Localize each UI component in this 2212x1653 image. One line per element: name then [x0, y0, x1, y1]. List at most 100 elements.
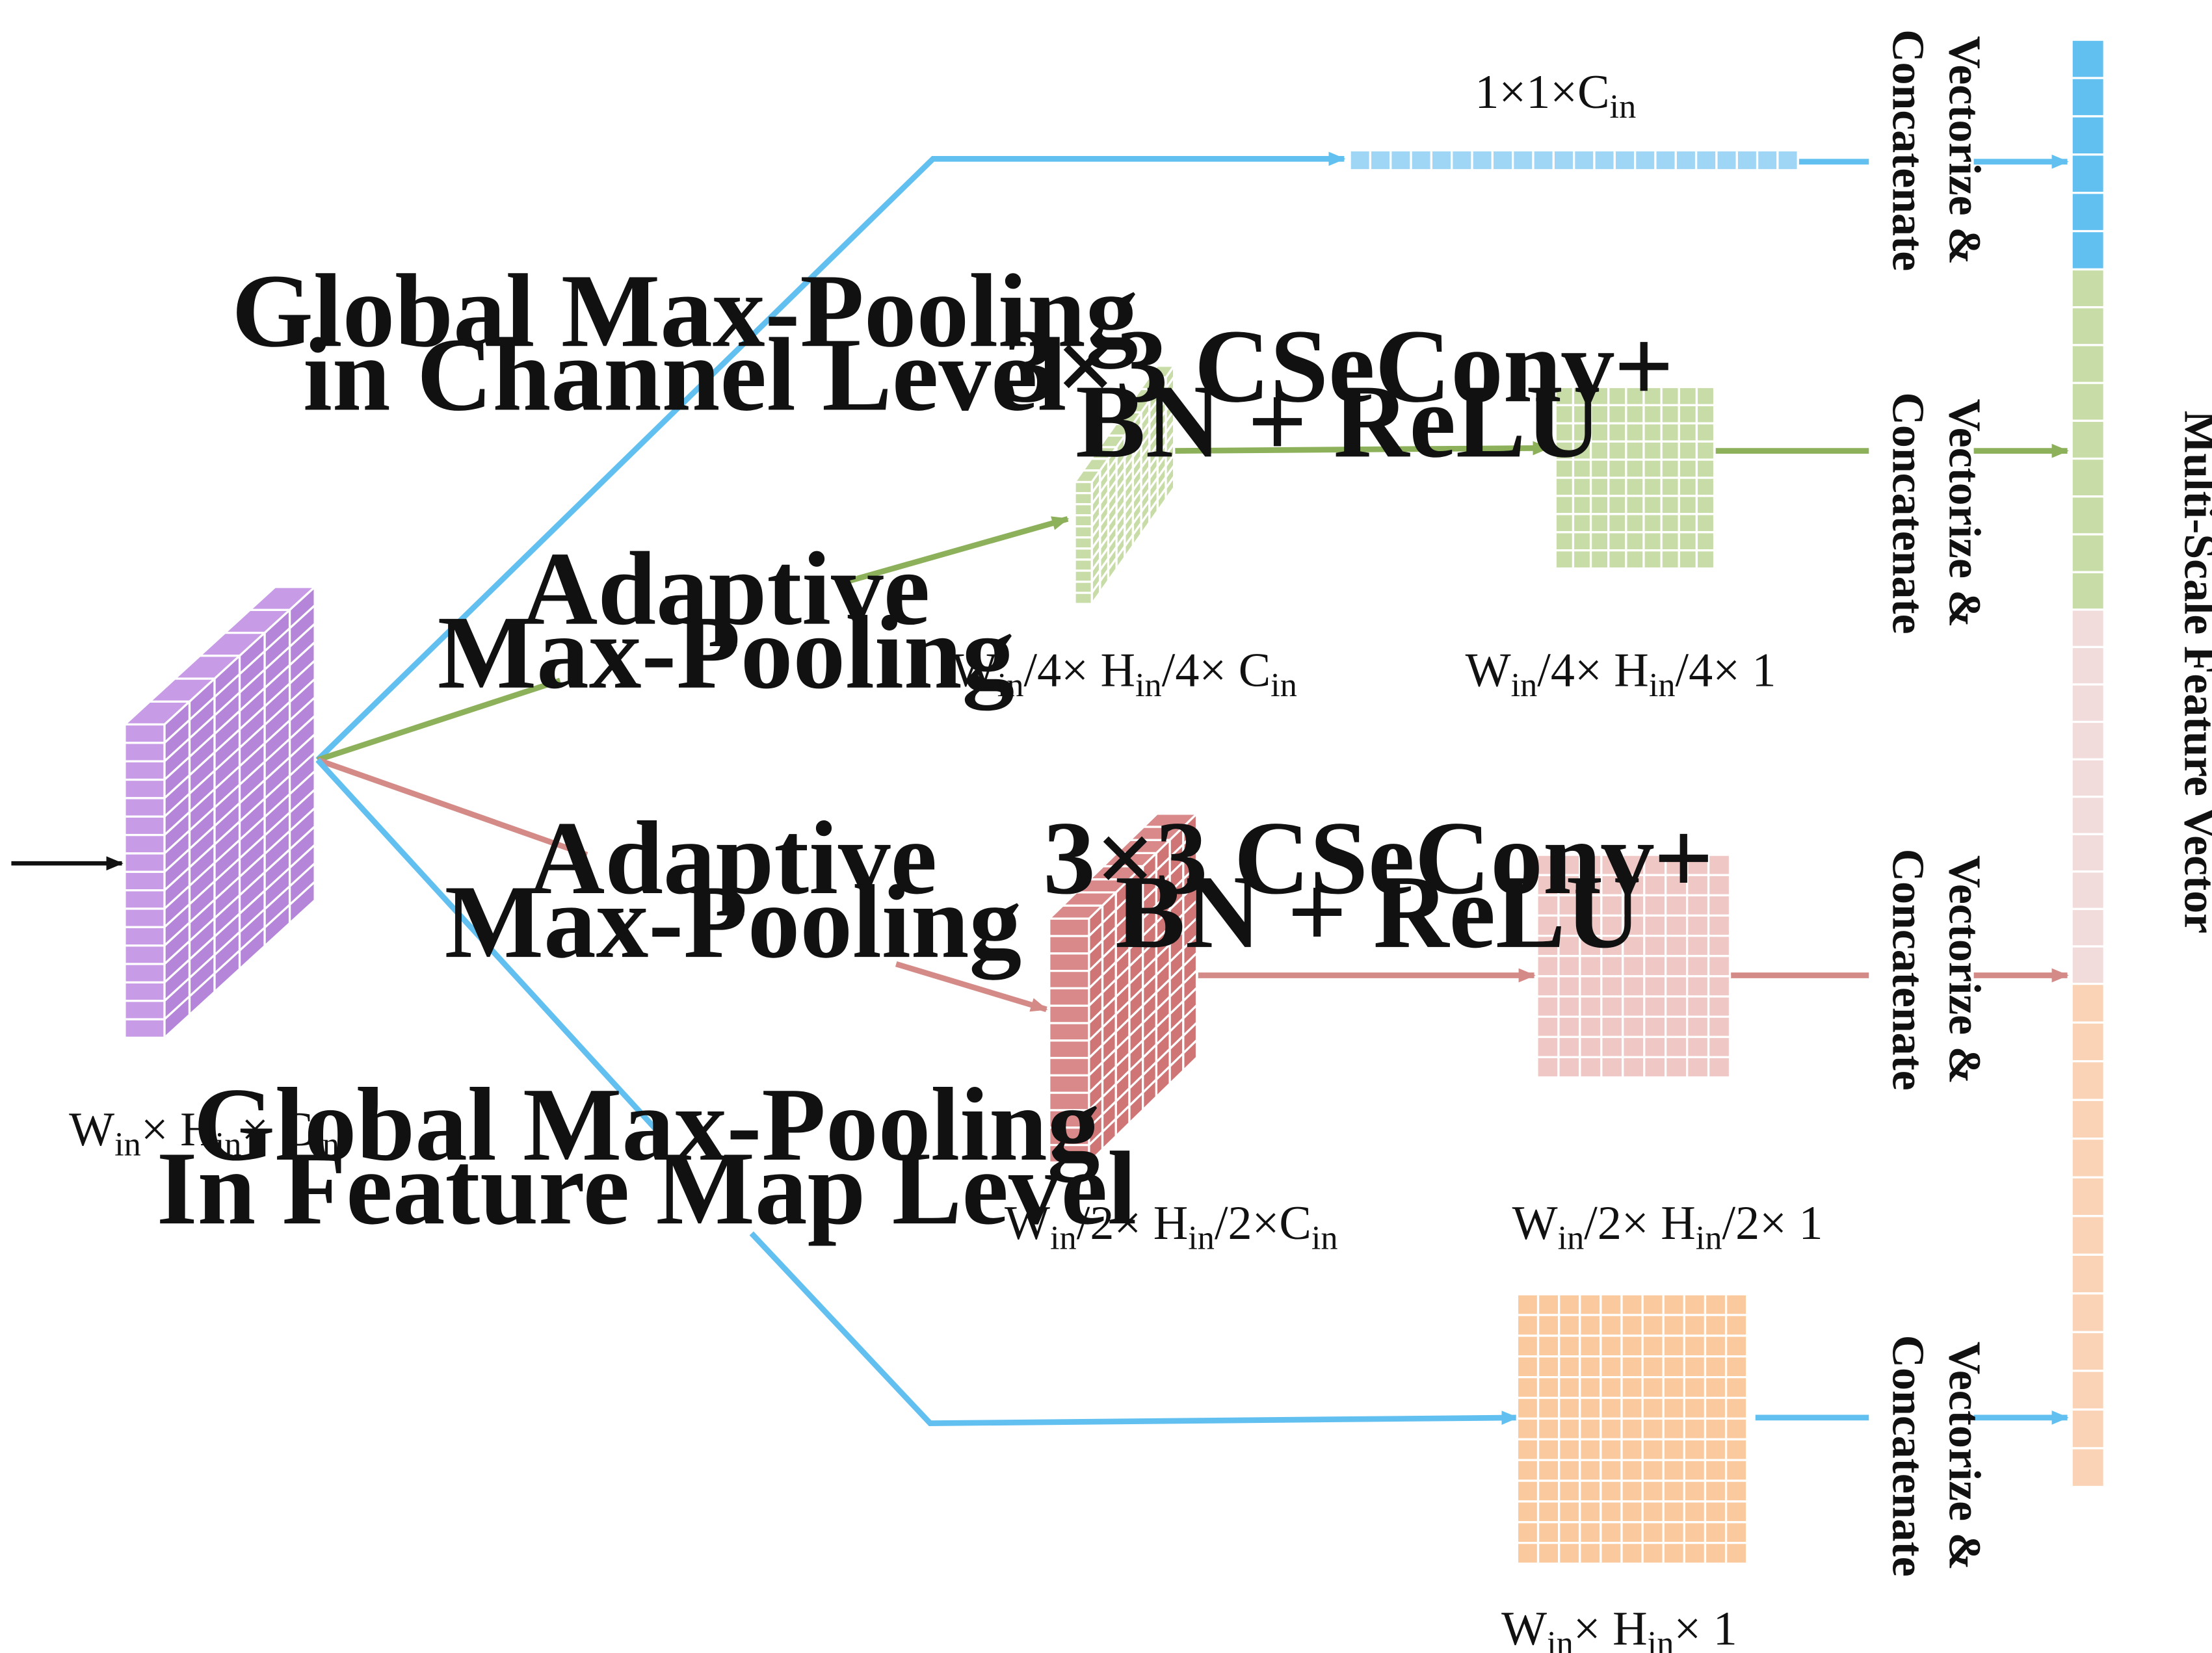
vector-cell-1	[2070, 533, 2105, 573]
full-map-cell	[1516, 1334, 1540, 1358]
half-pooled-side-cell	[1182, 1037, 1198, 1074]
full-map-cell	[1579, 1541, 1602, 1565]
input-front-cell	[124, 963, 166, 984]
half-conv-map-cell	[1665, 995, 1689, 1018]
full-map-cell	[1579, 1314, 1602, 1337]
quarter-pooled-front-cell	[1073, 525, 1093, 539]
half-conv-map-cell	[1665, 934, 1689, 957]
full-map-cell	[1516, 1293, 1540, 1316]
full-map-cell	[1600, 1417, 1623, 1440]
quarter-conv-map-cell	[1572, 458, 1592, 479]
half-conv-map-cell	[1707, 1015, 1731, 1038]
half-pooled-front-cell	[1048, 1126, 1090, 1147]
full-map-cell	[1620, 1521, 1644, 1544]
full-map-cell	[1641, 1293, 1665, 1316]
half-pooled-map	[1046, 811, 1200, 1165]
vector-cell-2	[2070, 833, 2105, 873]
global-fmap-label-1: Global Max-Pooling	[193, 1066, 1099, 1183]
full-map-cell	[1620, 1334, 1644, 1358]
vector-cell-3	[2070, 1021, 2105, 1063]
half-conv-map-cell	[1536, 1015, 1560, 1038]
full-map-cell	[1704, 1459, 1728, 1482]
quarter-conv-map-cell	[1642, 440, 1663, 461]
vector-cell-3	[2070, 1138, 2105, 1178]
vector-cell-2	[2070, 945, 2105, 985]
full-map-cell	[1724, 1417, 1748, 1440]
full-map-cell	[1558, 1293, 1581, 1316]
channel-vector-cell	[1369, 149, 1392, 172]
channel-vector-cell	[1430, 149, 1453, 172]
quarter-conv-map-cell	[1642, 476, 1663, 497]
half-pooled-front-cell	[1048, 952, 1090, 972]
global-fmap-path-a	[315, 758, 657, 1130]
full-map-cell	[1579, 1355, 1602, 1379]
half-conv-map-cell	[1600, 995, 1624, 1018]
full-map-cell	[1620, 1355, 1644, 1379]
input-front-cell	[124, 742, 166, 762]
dim-full-map: Win× Hin× 1	[1501, 1602, 1737, 1653]
half-conv-map-cell	[1557, 934, 1581, 957]
channel-vector-cell	[1349, 149, 1372, 172]
quarter-conv-map-cell	[1695, 495, 1716, 515]
vector-cell-0	[2070, 153, 2105, 194]
half-pooled-front-cell	[1048, 935, 1090, 955]
channel-vector-cell	[1491, 149, 1514, 172]
full-map-cell	[1536, 1521, 1560, 1544]
quarter-conv-map-cell	[1625, 513, 1645, 534]
full-map-cell	[1620, 1293, 1644, 1316]
full-map-cell	[1683, 1541, 1707, 1565]
quarter-conv-map-cell	[1678, 513, 1698, 534]
full-map-cell	[1704, 1314, 1728, 1337]
quarter-pooled-top-cell	[1146, 365, 1176, 379]
half-pooled-front-cell	[1048, 1022, 1090, 1042]
full-map-cell	[1579, 1293, 1602, 1316]
adaptive-1-label-1: Adaptive	[522, 530, 930, 647]
half-pooled-front-cell	[1048, 1091, 1090, 1112]
dim-quarter-pooled: Win/4× Hin/4× Cin	[952, 644, 1297, 704]
vector-cell-3	[2070, 1215, 2105, 1256]
full-map-cell	[1536, 1334, 1560, 1358]
adaptive-2-path-a	[317, 757, 588, 858]
full-map-cell	[1683, 1376, 1707, 1399]
quarter-conv-map-cell	[1554, 422, 1575, 443]
full-map-cell	[1683, 1500, 1707, 1524]
full-map-cell	[1558, 1314, 1581, 1337]
quarter-conv-map-cell	[1625, 458, 1645, 479]
half-conv-map-cell	[1622, 995, 1646, 1018]
global-channel-path	[315, 151, 1346, 762]
full-map-cell	[1704, 1521, 1728, 1544]
full-map-cell	[1600, 1438, 1623, 1461]
full-map-cell	[1558, 1500, 1581, 1524]
vector-cell-3	[2070, 1176, 2105, 1217]
quarter-conv-map-cell	[1660, 495, 1680, 515]
input-front-cell	[124, 944, 166, 965]
full-map-cell	[1516, 1438, 1540, 1461]
dim-half-pooled: Win/2× Hin/2×Cin	[1005, 1197, 1338, 1256]
full-map-cell	[1516, 1500, 1540, 1524]
full-map-cell	[1683, 1396, 1707, 1420]
labels: Global Max-Pooling in Channel Level Adap…	[69, 29, 2212, 1653]
full-map-cell	[1662, 1334, 1685, 1358]
concatenate-text-3: Concatenate	[1882, 1335, 1932, 1577]
channel-vector-cell	[1776, 149, 1799, 172]
half-conv-map-cell	[1643, 995, 1667, 1018]
vector-cell-3	[2070, 1331, 2105, 1372]
full-map-cell	[1600, 1479, 1623, 1503]
half-conv-map-cell	[1579, 975, 1603, 998]
quarter-conv-map-cell	[1678, 549, 1698, 570]
adaptive-2-path-b	[895, 961, 1048, 1012]
quarter-conv-map-cell	[1554, 495, 1575, 515]
quarter-conv-map-cell	[1678, 440, 1698, 461]
half-conv-map-cell	[1600, 914, 1624, 937]
full-map-cell	[1641, 1479, 1665, 1503]
quarter-conv-map-cell	[1572, 549, 1592, 570]
full-map-cell	[1724, 1355, 1748, 1379]
input-front-cell	[124, 833, 166, 855]
vector-cell-0	[2070, 38, 2105, 79]
quarter-conv-map-cell	[1554, 458, 1575, 479]
half-conv-map-cell	[1685, 995, 1710, 1018]
full-map-cell	[1536, 1541, 1560, 1565]
vectorize-label-0: Vectorize & Concatenate	[1882, 29, 1989, 271]
full-map-cell	[1558, 1521, 1581, 1544]
half-pooled-front-cell	[1048, 969, 1090, 990]
